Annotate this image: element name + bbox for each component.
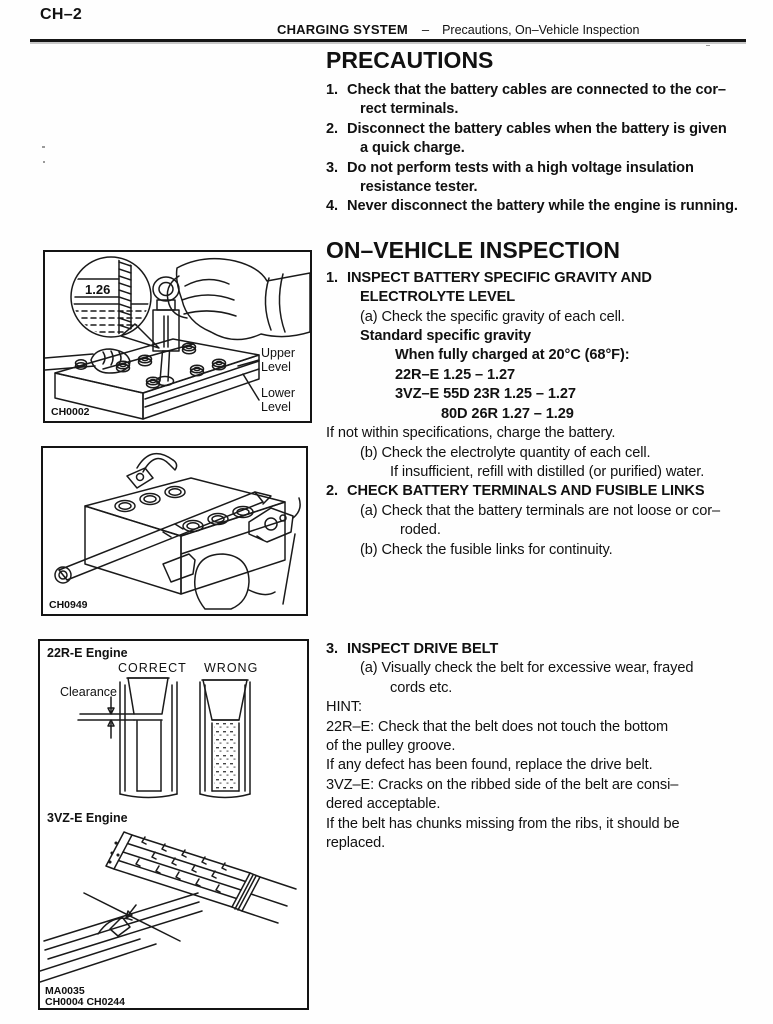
belt-chunk-drawing — [40, 892, 203, 983]
step-1-note: If not within specifications, charge the… — [326, 425, 616, 442]
step-1-spec-22re: 22R–E 1.25 – 1.27 — [395, 366, 516, 383]
upper-level-label: Upper — [261, 346, 295, 360]
step-2-sub-a: (a) Check that the battery terminals are… — [360, 502, 721, 519]
step-2-sub-a-cont: roded. — [400, 522, 441, 539]
battery-drawing — [54, 338, 260, 420]
battery-drawing — [84, 477, 286, 595]
inspection-step-1-title-cont: ELECTROLYTE LEVEL — [360, 289, 516, 306]
step-3-hint-7: replaced. — [326, 835, 386, 851]
step-3-sub-a: (a) Visually check the belt for excessiv… — [360, 660, 694, 677]
figure-drive-belt: 22R-E Engine CORRECT WRONG Clearance — [38, 639, 309, 1010]
lower-level-label: Lower — [261, 386, 295, 400]
correct-label: CORRECT — [118, 661, 187, 675]
figure-code: CH0949 — [49, 599, 88, 611]
scan-speckle — [43, 161, 45, 163]
engine-bay-parts-drawing — [162, 533, 296, 610]
header-section: CHARGING SYSTEM — [277, 22, 408, 37]
hand-left-drawing — [45, 348, 131, 374]
step-1-sub-a: (a) Check the specific gravity of each c… — [360, 308, 625, 325]
precaution-item-2-cont: a quick charge. — [360, 140, 465, 157]
scan-speckle — [706, 45, 710, 46]
battery-cell-caps — [74, 342, 227, 389]
upper-level-label2: Level — [261, 360, 291, 374]
item-marker: 3. — [326, 159, 338, 176]
precaution-item-2: 2. Disconnect the battery cables when the… — [326, 120, 773, 139]
header-rule — [30, 39, 746, 42]
hydrometer-drawing — [152, 299, 180, 387]
figure-code: MA0035 — [45, 985, 85, 997]
step-3-hint-5: dered acceptable. — [326, 796, 441, 813]
battery-vent-caps — [114, 485, 254, 533]
figure-drive-belt-art: 22R-E Engine CORRECT WRONG Clearance — [40, 646, 297, 1008]
step-3-hint-3: If any defect has been found, replace th… — [326, 757, 653, 774]
text-column: PRECAUTIONS 1. Check that the battery cab… — [326, 47, 773, 853]
hydrometer-reading: 1.26 — [85, 282, 110, 297]
step-title-text: INSPECT DRIVE BELT — [347, 640, 499, 657]
item-marker: 1. — [326, 82, 338, 98]
step-2-sub-b: (b) Check the fusible links for continui… — [360, 541, 613, 558]
figure-code: CH0002 — [51, 406, 90, 418]
precaution-item-3: 3. Do not perform tests with a high volta… — [326, 159, 773, 178]
lower-level-label2: Level — [261, 400, 291, 414]
figure-battery-terminals: CH0949 — [41, 446, 308, 616]
step-3-sub-a-cont: cords etc. — [390, 679, 453, 696]
step-3-hint-1: 22R–E: Check that the belt does not touc… — [326, 718, 669, 735]
inspection-step-2-title: 2. CHECK BATTERY TERMINALS AND FUSIBLE LI… — [326, 482, 773, 501]
item-text: Do not perform tests with a high voltage… — [347, 159, 694, 176]
page-number: CH–2 — [40, 6, 83, 23]
magnifier-drawing: 1.26 — [70, 256, 160, 349]
clearance-label: Clearance — [60, 685, 117, 699]
wrong-label: WRONG — [204, 661, 258, 675]
terminal-left-drawing — [126, 452, 178, 489]
engine-label-22re: 22R-E Engine — [47, 646, 128, 660]
figure-battery-hydrometer: 1.26 Upper Level Lower Level CH0002 — [43, 250, 312, 423]
header-separator: – — [421, 22, 430, 37]
step-1-spec-3vze: 3VZ–E 55D 23R 1.25 – 1.27 — [395, 386, 576, 403]
header-title: CHARGING SYSTEM–Precautions, On–Vehicle … — [277, 22, 639, 37]
wrong-pulley-drawing — [199, 679, 251, 799]
step-title-text: CHECK BATTERY TERMINALS AND FUSIBLE LINK… — [347, 483, 705, 500]
inspection-step-1-title: 1. INSPECT BATTERY SPECIFIC GRAVITY AND — [326, 269, 773, 288]
header-subtitle: Precautions, On–Vehicle Inspection — [442, 23, 640, 37]
inspection-step-3-title: 3. INSPECT DRIVE BELT — [326, 640, 773, 659]
step-3-hint-label: HINT: — [326, 699, 362, 716]
step-1-spec-80d: 80D 26R 1.27 – 1.29 — [441, 405, 574, 422]
level-callouts: Upper Level Lower Level — [237, 346, 295, 414]
step-1-sub-b-note: If insufficient, refill with distilled (… — [390, 463, 705, 480]
item-text: Never disconnect the battery while the e… — [347, 198, 738, 215]
hand-right-drawing — [152, 257, 310, 341]
step-1-spec-condition: When fully charged at 20°C (68°F): — [395, 347, 630, 364]
precautions-title: PRECAUTIONS — [326, 47, 494, 73]
step-1-standard-heading: Standard specific gravity — [360, 328, 532, 345]
item-text: Disconnect the battery cables when the b… — [347, 120, 727, 137]
step-1-sub-b: (b) Check the electrolyte quantity of ea… — [360, 444, 651, 461]
figure-code-2: CH0004 CH0244 — [45, 996, 125, 1008]
figure-battery-hydrometer-art: 1.26 Upper Level Lower Level CH0002 — [45, 256, 310, 420]
precaution-item-3-cont: resistance tester. — [360, 179, 478, 196]
hold-down-bar-drawing — [54, 491, 272, 584]
magnifier-contents: 1.26 — [73, 259, 149, 335]
engine-label-3vze: 3VZ-E Engine — [47, 811, 128, 825]
item-text: Check that the battery cables are connec… — [347, 82, 726, 98]
figure-battery-terminals-art: CH0949 — [49, 452, 301, 611]
step-3-hint-6: If the belt has chunks missing from the … — [326, 815, 680, 832]
inspection-title: ON–VEHICLE INSPECTION — [326, 236, 620, 263]
precaution-item-4: 4. Never disconnect the battery while the… — [326, 197, 773, 216]
item-marker: 2. — [326, 120, 338, 137]
step-marker: 1. — [326, 269, 338, 286]
correct-pulley-drawing — [77, 677, 178, 799]
step-marker: 2. — [326, 483, 338, 500]
ribbed-belt-drawing — [105, 831, 297, 924]
step-3-hint-4: 3VZ–E: Cracks on the ribbed side of the … — [326, 776, 679, 793]
step-3-hint-2: of the pulley groove. — [326, 737, 456, 754]
terminal-right-drawing — [248, 497, 301, 543]
precaution-item-1-cont: rect terminals. — [360, 101, 459, 118]
step-title-text: INSPECT BATTERY SPECIFIC GRAVITY AND — [347, 269, 652, 286]
scan-speckle — [42, 146, 45, 148]
item-marker: 4. — [326, 198, 338, 215]
precaution-item-1: 1. Check that the battery cables are conn… — [326, 81, 773, 100]
step-marker: 3. — [326, 640, 338, 657]
